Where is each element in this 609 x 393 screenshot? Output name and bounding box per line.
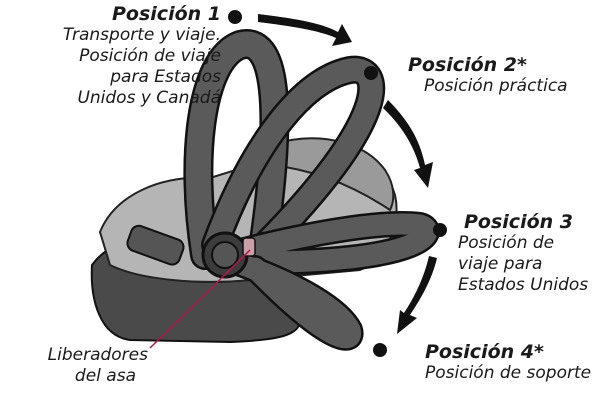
- position-1-desc-line-3: para Estados: [110, 67, 221, 87]
- position-2-desc-line-1: Posición práctica: [424, 76, 568, 96]
- side-latch: [126, 224, 185, 266]
- release-label: Liberadores del asa: [20, 345, 148, 387]
- release-label-line-1: Liberadores: [47, 345, 148, 365]
- release-pointer-line: [149, 249, 251, 349]
- position-1-desc-line-4: Unidos y Canadá: [77, 88, 221, 108]
- position-2-dot: [364, 66, 378, 80]
- arrow-1-to-2: [258, 14, 352, 46]
- position-1-desc-line-2: Posición de viaje: [79, 46, 221, 66]
- release-label-line-2: del asa: [74, 366, 136, 386]
- rotation-arrows: [258, 14, 437, 334]
- position-4-label: Posición 4* Posición de soporte: [425, 342, 591, 384]
- position-2-label: Posición 2* Posición práctica: [408, 55, 568, 97]
- position-1-label: Posición 1 Transporte y viaje. Posición …: [5, 4, 221, 109]
- position-4-title: Posición 4*: [425, 341, 544, 363]
- position-1-dot: [228, 10, 242, 24]
- arrow-2-to-3: [383, 100, 433, 188]
- position-4-desc-line-1: Posición de soporte: [425, 363, 592, 383]
- position-3-dot: [433, 223, 447, 237]
- position-3-label: Posición 3 Posición de viaje para Estado…: [458, 212, 588, 296]
- position-3-desc-line-1: Posición de: [458, 233, 555, 253]
- arrow-3-to-4: [397, 256, 437, 334]
- position-1-desc-line-1: Transporte y viaje.: [62, 25, 221, 45]
- position-3-title: Posición 3: [464, 211, 573, 233]
- position-3-desc-line-2: viaje para: [458, 254, 543, 274]
- handle-release-button: [242, 237, 256, 257]
- position-4-dot: [373, 343, 387, 357]
- position-1-title: Posición 1: [112, 3, 221, 25]
- position-2-title: Posición 2*: [408, 54, 527, 76]
- position-3-desc-line-3: Estados Unidos: [458, 275, 589, 295]
